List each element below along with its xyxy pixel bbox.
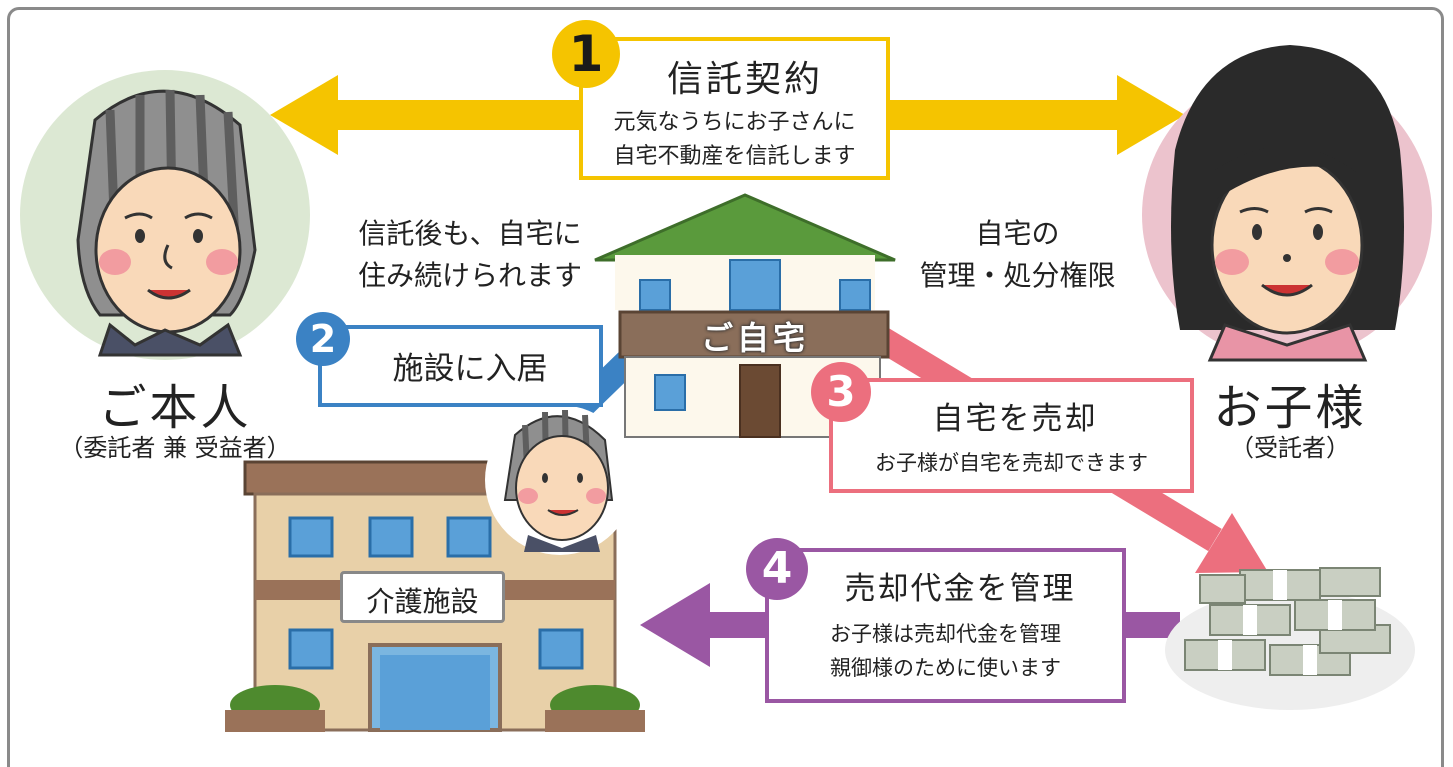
trust-contract-line1: 元気なうちにお子さんに: [613, 110, 856, 135]
proceeds-title: 売却代金を管理: [844, 571, 1076, 607]
care-facility-icon: [225, 460, 645, 732]
child-name: お子様: [1213, 380, 1367, 436]
money-stack-icon: [1165, 567, 1415, 710]
home-label: ご自宅: [700, 319, 809, 357]
elderly-man-icon: [20, 70, 310, 360]
step-4-badge: 4: [746, 538, 808, 600]
note-left-line2: 住み続けられます: [357, 259, 582, 292]
child-role: （受託者）: [1230, 434, 1350, 462]
facility-label: 介護施設: [366, 585, 479, 618]
trust-contract-box: [579, 37, 890, 180]
principal-name: ご本人: [98, 380, 252, 436]
move-in-title: 施設に入居: [392, 351, 548, 387]
proceeds-box: [765, 548, 1126, 703]
sale-box: [829, 378, 1194, 493]
trust-contract-title: 信託契約: [666, 59, 823, 100]
trust-contract-line2: 自宅不動産を信託します: [613, 144, 856, 169]
step-2-badge: 2: [296, 312, 350, 366]
principal-role: （委託者 兼 受益者）: [59, 434, 291, 462]
note-left-line1: 信託後も、自宅に: [358, 217, 582, 250]
diagram-frame: [7, 7, 1444, 767]
proceeds-line1: お子様は売却代金を管理: [830, 622, 1061, 646]
proceeds-line2: 親御様のために使います: [830, 656, 1061, 680]
sale-title: 自宅を売却: [932, 401, 1098, 437]
step-1-badge: 1: [552, 20, 620, 88]
elderly-man-small-icon: [485, 405, 635, 555]
child-woman-icon: [1142, 45, 1432, 362]
sale-line1: お子様が自宅を売却できます: [875, 451, 1148, 475]
facility-label-box: [340, 571, 505, 623]
note-right-line1: 自宅の: [975, 217, 1060, 250]
move-in-box: [318, 325, 603, 407]
step-3-badge: 3: [811, 362, 871, 422]
note-right-line2: 管理・処分権限: [919, 259, 1116, 292]
